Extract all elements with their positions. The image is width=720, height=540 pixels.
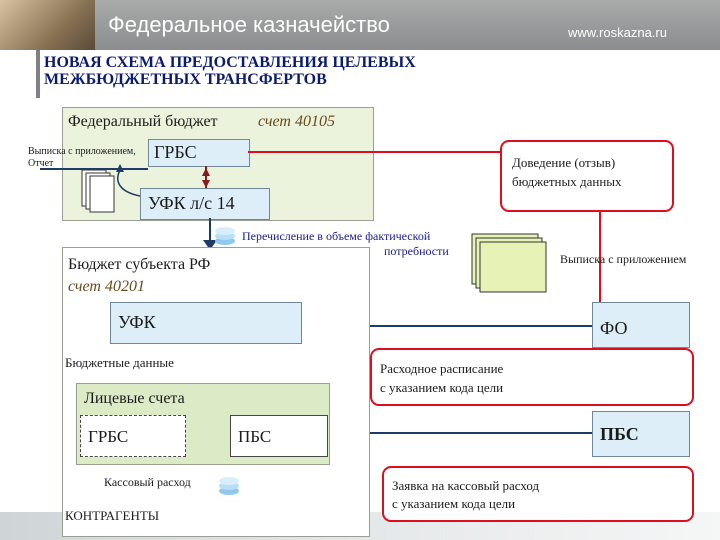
document-stack-icon bbox=[81, 169, 115, 213]
ufk-regional-label: УФК bbox=[118, 312, 156, 332]
callout-communication-line2: бюджетных данных bbox=[512, 174, 622, 189]
federal-account: счет 40105 bbox=[258, 113, 335, 130]
ufk-federal-box[interactable] bbox=[140, 188, 270, 220]
callout-schedule bbox=[370, 348, 694, 406]
coin-stack-icon bbox=[215, 227, 235, 245]
docs-note-line2: Отчет bbox=[28, 158, 54, 169]
transfer-note-line2: потребности bbox=[384, 244, 449, 258]
callout-request-line2: с указанием кода цели bbox=[392, 496, 516, 511]
counterparties-label: КОНТРАГЕНТЫ bbox=[65, 508, 160, 523]
budget-data-label: Бюджетные данные bbox=[65, 355, 174, 370]
statement-stack-icon bbox=[471, 233, 547, 293]
fo-label: ФО bbox=[600, 318, 628, 338]
regional-account: счет 40201 bbox=[68, 278, 145, 295]
callout-communication bbox=[500, 140, 674, 212]
org-name: Федеральное казначейство bbox=[108, 12, 390, 37]
fo-box[interactable] bbox=[592, 302, 690, 348]
ufk-regional-box[interactable] bbox=[110, 302, 302, 344]
callout-schedule-line1: Расходное расписание bbox=[380, 361, 504, 376]
regional-budget-label: Бюджет субъекта РФ bbox=[68, 256, 211, 273]
callout-request-line1: Заявка на кассовый расход bbox=[392, 478, 540, 493]
callout-schedule-line2: с указанием кода цели bbox=[380, 380, 504, 395]
grbs-regional-label: ГРБС bbox=[88, 427, 129, 446]
pbs-regional-label: ПБС bbox=[238, 427, 272, 446]
grbs-regional-box[interactable] bbox=[80, 415, 186, 457]
callout-request bbox=[382, 466, 694, 522]
pbs-right-label: ПБС bbox=[600, 424, 639, 444]
site-url[interactable]: www.roskazna.ru bbox=[568, 25, 667, 40]
statement-note: Выписка с приложением bbox=[560, 252, 687, 266]
building-photo bbox=[0, 0, 95, 50]
transfer-note-line1: Перечисление в объеме фактической bbox=[242, 229, 431, 243]
header-banner bbox=[0, 0, 720, 50]
title-accent-bar bbox=[36, 50, 40, 98]
pbs-right-box[interactable] bbox=[592, 411, 690, 457]
cash-expense-label: Кассовый расход bbox=[104, 475, 191, 489]
ufk-federal-label: УФК л/с 14 bbox=[148, 193, 235, 213]
slide-title: НОВАЯ СХЕМА ПРЕДОСТАВЛЕНИЯ ЦЕЛЕВЫХ МЕЖБЮ… bbox=[44, 54, 416, 88]
grbs-federal-box[interactable] bbox=[148, 139, 250, 167]
federal-budget-label: Федеральный бюджет bbox=[68, 113, 218, 130]
accounts-label: Лицевые счета bbox=[84, 390, 185, 407]
pbs-regional-box[interactable] bbox=[230, 415, 328, 457]
grbs-federal-label: ГРБС bbox=[154, 142, 197, 162]
coin-stack-icon-2 bbox=[219, 477, 239, 495]
callout-communication-line1: Доведение (отзыв) bbox=[512, 155, 616, 170]
docs-note-line1: Выписка с приложением, bbox=[28, 146, 136, 157]
